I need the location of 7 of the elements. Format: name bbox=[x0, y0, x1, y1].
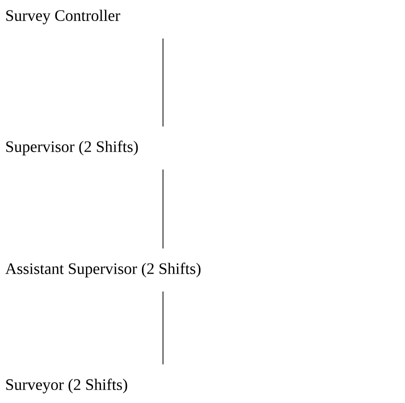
node-label: Survey Controller bbox=[6, 10, 120, 24]
node-label: Assistant Supervisor (2 Shifts) bbox=[5, 262, 200, 278]
connector-line bbox=[162, 169, 164, 249]
node-label: Surveyor (2 Shifts) bbox=[6, 378, 128, 394]
node-label: Supervisor (2 Shifts) bbox=[6, 140, 138, 156]
connector-line bbox=[162, 38, 164, 127]
connector-line bbox=[162, 291, 164, 365]
